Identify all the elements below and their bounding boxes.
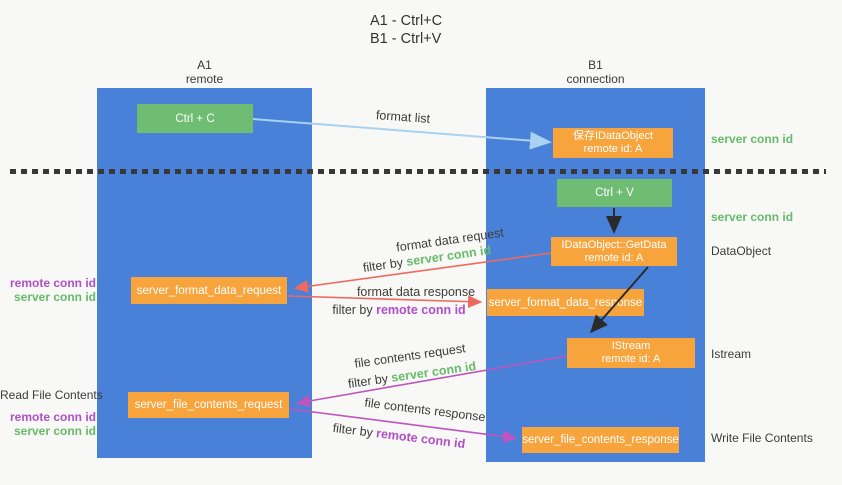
file-contents-response-label: file contents response xyxy=(363,395,487,425)
server-conn-id-annotation-left-2: server conn id xyxy=(13,424,96,438)
title-line-1: A1 - Ctrl+C xyxy=(370,13,443,29)
format-data-response-label: format data response xyxy=(356,285,476,299)
read-file-contents-annotation: Read File Contents xyxy=(0,388,103,402)
column-header-b1: B1 connection xyxy=(486,58,705,86)
server-format-data-request-box: server_format_data_request xyxy=(131,277,287,304)
istream-line1: IStream xyxy=(611,340,651,352)
column-b1-name: B1 xyxy=(588,58,603,72)
diagram-title: A1 - Ctrl+C B1 - Ctrl+V xyxy=(370,12,442,48)
remote-conn-id-text: remote conn id xyxy=(376,303,466,317)
server-conn-id-annotation-mid: server conn id xyxy=(711,210,794,224)
server-file-contents-response-label: server_file_contents_response xyxy=(522,434,679,446)
remote-conn-id-annotation-1: remote conn id xyxy=(9,276,96,290)
server-conn-id-annotation-top: server conn id xyxy=(711,132,794,146)
getdata-box: IDataObject::GetData remote id: A xyxy=(551,237,677,266)
ctrl-v-label: Ctrl + V xyxy=(595,187,634,199)
write-file-contents-annotation: Write File Contents xyxy=(711,431,813,445)
format-list-label: format list xyxy=(375,108,431,126)
save-dataobject-line2: remote id: A xyxy=(583,143,643,155)
ctrl-v-box: Ctrl + V xyxy=(557,179,672,207)
server-file-contents-response-box: server_file_contents_response xyxy=(522,427,679,453)
server-file-contents-request-label: server_file_contents_request xyxy=(134,399,283,411)
istream-box: IStream remote id: A xyxy=(567,338,695,368)
remote-conn-id-text: remote conn id xyxy=(375,426,467,452)
ctrl-c-label: Ctrl + C xyxy=(175,112,215,125)
filter-by-text: filter by xyxy=(331,420,378,441)
column-b1-subtitle: connection xyxy=(566,72,625,86)
filter-by-text: filter by xyxy=(347,370,393,391)
save-dataobject-box: 保存IDataObject remote id: A xyxy=(553,128,673,158)
filter-by-remote-conn-id-label-1: filter by remote conn id xyxy=(332,303,465,317)
istream-annotation: Istream xyxy=(711,347,752,361)
ctrl-c-box: Ctrl + C xyxy=(137,104,253,133)
column-a1-name: A1 xyxy=(197,58,212,72)
remote-conn-id-annotation-2: remote conn id xyxy=(9,410,96,424)
filter-by-text: filter by xyxy=(362,254,408,275)
server-conn-id-annotation-left-1: server conn id xyxy=(13,290,96,304)
istream-line2: remote id: A xyxy=(601,353,661,365)
server-format-data-response-label: server_format_data_response xyxy=(488,296,643,309)
server-format-data-request-label: server_format_data_request xyxy=(136,284,282,297)
dashed-separator-line xyxy=(10,169,826,174)
getdata-line1: IDataObject::GetData xyxy=(561,238,667,251)
save-dataobject-line1: 保存IDataObject xyxy=(572,130,654,142)
column-header-a1: A1 remote xyxy=(97,58,312,86)
getdata-line2: remote id: A xyxy=(584,251,644,264)
dataobject-annotation: DataObject xyxy=(711,244,772,258)
filter-by-remote-conn-id-label-2: filter by remote conn id xyxy=(332,421,466,451)
server-file-contents-request-box: server_file_contents_request xyxy=(128,392,289,418)
title-line-2: B1 - Ctrl+V xyxy=(370,31,442,47)
column-a1-subtitle: remote xyxy=(185,72,224,86)
filter-by-text: filter by xyxy=(332,303,377,317)
server-format-data-response-box: server_format_data_response xyxy=(487,289,644,316)
